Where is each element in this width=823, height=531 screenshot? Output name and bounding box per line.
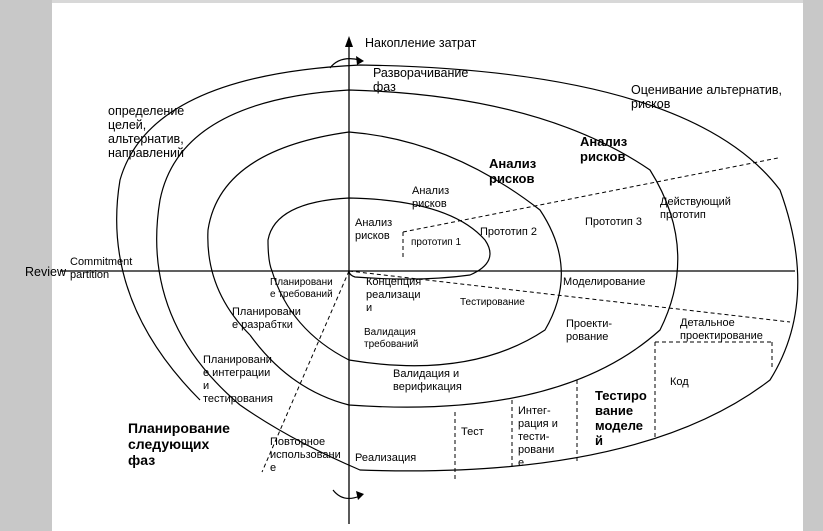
top-border	[52, 0, 803, 3]
label-plan-next-phases: Планирование следующих фаз	[128, 420, 230, 468]
label-detailed-design: Детальное проектирование	[680, 317, 763, 342]
label-prototype-3: Прототип 3	[585, 216, 643, 228]
label-prototype-2: Прототип 2	[480, 226, 538, 238]
spiral-loop-4	[116, 64, 799, 472]
label-commitment-partition: Commitment partition	[70, 256, 133, 281]
label-modeling: Моделирование	[563, 276, 646, 288]
label-risk-analysis-mid2: Анализ рисков	[489, 156, 537, 186]
spiral-loop-1	[267, 197, 491, 280]
label-unfolding-phases: Разворачивание фаз	[373, 66, 469, 94]
label-goals: определение целей, альтернатив, направле…	[108, 104, 185, 160]
label-risk-analysis-mid1: Анализ рисков	[412, 185, 450, 210]
spiral-loop-3	[156, 89, 679, 408]
axis-label-cost: Накопление затрат	[365, 36, 477, 50]
label-test: Тест	[461, 426, 484, 438]
right-margin	[803, 0, 823, 531]
rotation-arrow-bottom	[332, 489, 361, 500]
label-risk-analysis-inner: Анализ рисков	[355, 217, 393, 242]
label-plan-integration: Планировани е интеграции и тестирования	[203, 354, 273, 405]
label-design: Проекти- рование	[566, 318, 613, 343]
left-margin	[0, 0, 52, 531]
dashed-line-diagonal	[261, 270, 350, 473]
label-model-testing: Тестиро вание моделе й	[595, 388, 647, 448]
axis-label-review: Review	[25, 265, 66, 279]
label-operational-prototype: Действующий прототип	[660, 196, 731, 221]
label-plan-requirements: Планировани е требований	[270, 277, 333, 300]
dashed-line-lower	[348, 270, 791, 323]
label-testing-small: Тестирование	[460, 297, 525, 308]
vertical-axis-arrowhead	[345, 36, 353, 47]
label-validate-requirements: Валидация требований	[364, 327, 419, 350]
label-integration-testing: Интег- рация и тести- ровани е	[518, 405, 558, 469]
rotation-arrow-top-head	[356, 56, 364, 65]
label-prototype-1: прототип 1	[411, 237, 462, 248]
label-validation-verification: Валидация и верификация	[393, 368, 462, 393]
rotation-arrow-bottom-head	[356, 491, 364, 500]
spiral-loop-2	[207, 131, 562, 367]
label-plan-development: Планировани е разрабтки	[232, 306, 301, 331]
label-concept: Концепция реализаци и	[366, 276, 422, 314]
label-implementation: Реализация	[355, 452, 417, 464]
label-risk-analysis-outer: Анализ рисков	[580, 134, 628, 164]
dashed-line-upper	[402, 157, 779, 233]
label-reuse: Повторное использовани е	[270, 436, 341, 474]
label-evaluation: Оценивание альтернатив, рисков	[631, 83, 783, 111]
label-code: Код	[670, 376, 689, 388]
